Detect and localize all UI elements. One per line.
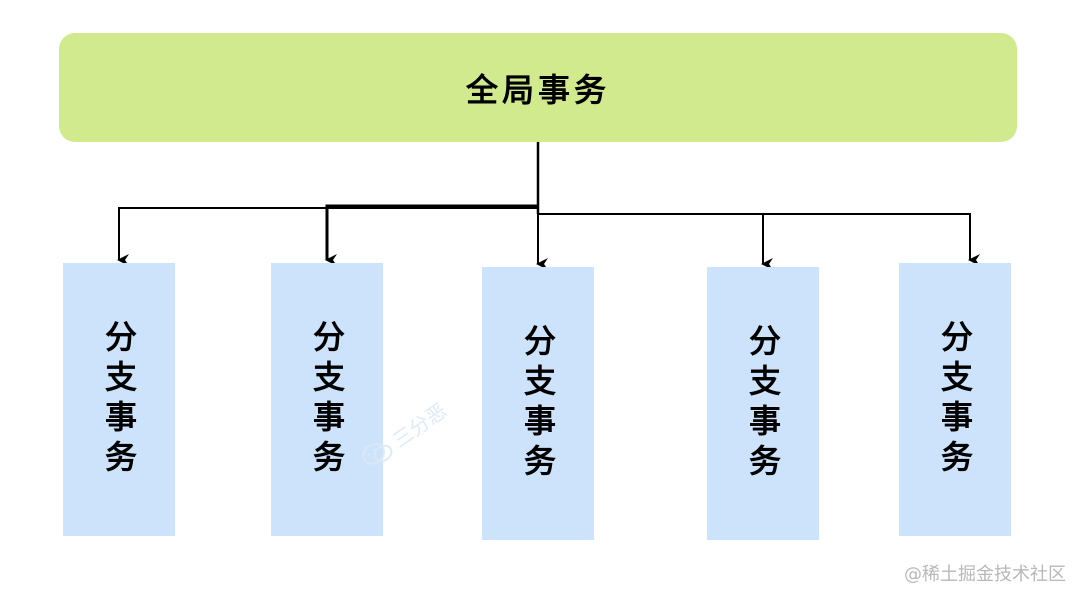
connector-branch-5 [538,213,980,266]
branch-transaction-label: 分支事务 [308,319,346,480]
branch-transaction-node-1: 分支事务 [63,263,175,536]
wechat-icon [361,442,393,465]
connector-branch-2 [325,204,538,266]
connector-branch-1 [117,207,538,266]
branch-transaction-node-3: 分支事务 [482,267,594,540]
branch-transaction-node-5: 分支事务 [899,263,1011,536]
branch-transaction-node-4: 分支事务 [707,267,819,540]
branch-transaction-label: 分支事务 [100,319,138,480]
footer-credit: @稀土掘金技术社区 [904,564,1066,585]
global-transaction-node: 全局事务 [59,33,1017,142]
watermark: 三分恶 [356,395,451,474]
branch-transaction-label: 分支事务 [936,319,974,480]
watermark-text: 三分恶 [388,398,452,453]
branch-transaction-node-2: 分支事务 [271,263,383,536]
branch-transaction-label: 分支事务 [519,323,557,484]
branch-transaction-label: 分支事务 [744,323,782,484]
connector-branch-4 [538,213,773,270]
global-transaction-label: 全局事务 [465,70,610,109]
